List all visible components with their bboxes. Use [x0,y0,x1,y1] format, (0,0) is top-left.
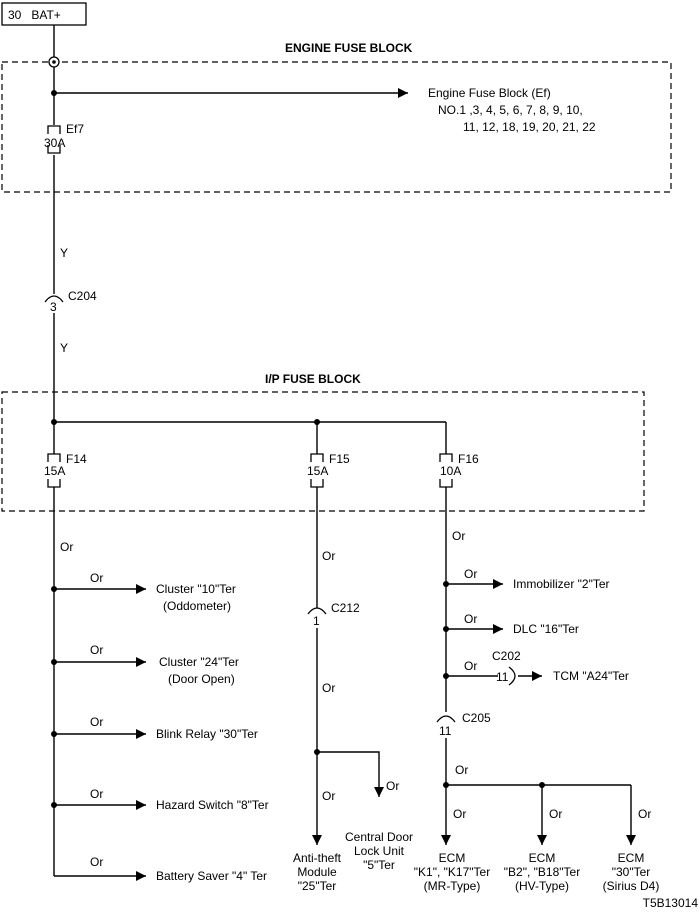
fuse-f15-rating: 15A [307,464,328,478]
fuse-f15-top-cap [310,453,324,462]
ecm-hv-label-3: (HV-Type) [515,879,569,893]
f14-output-5-wire: Or [90,855,103,869]
f16-wire-color-2: Or [455,763,468,777]
f15-wire-color-4: Or [386,779,399,793]
f14-output-3-wire: Or [90,715,103,729]
ecm-hv-label-2: "B2", "B18"Ter [504,865,580,879]
f14-output-4: Or Hazard Switch "8"Ter [51,787,269,812]
ecm-hv-wire: Or [549,807,562,821]
f14-output-2-wire: Or [90,643,103,657]
connector-c202 [508,666,516,686]
f14-output-1-label-1: Cluster "10"Ter [156,582,236,596]
ecm-sirius-label-3: (Sirius D4) [603,879,660,893]
connector-c212 [307,607,327,615]
ecm-mr-label-2: "K1", "K17"Ter [414,865,490,879]
f14-output-5-label-1: Battery Saver "4" Ter [156,869,267,883]
central-door-label-2: Lock Unit [354,844,405,858]
fuse-f16-bottom-cap [439,479,453,488]
ecm-mr-label-1: ECM [439,851,466,865]
anti-theft-label-1: Anti-theft [293,851,342,865]
block-entry-terminal-dot [52,60,56,64]
fuse-f15-bottom-cap [310,479,324,488]
central-door-label-1: Central Door [345,830,413,844]
connector-c212-pin: 1 [313,614,320,628]
engine-arrow-label-1: Engine Fuse Block (Ef) [428,86,551,100]
f14-output-2-label-1: Cluster "24"Ter [159,655,239,669]
ecm-sirius-wire: Or [638,807,651,821]
immobilizer-label: Immobilizer "2"Ter [513,577,610,591]
central-door-label-3: "5"Ter [363,858,395,872]
f14-output-2: Or Cluster "24"Ter (Door Open) [51,643,239,686]
fuse-f14-name: F14 [66,452,87,466]
battery-source-label: 30 BAT+ [8,8,61,22]
f15-wire-color-3: Or [322,789,335,803]
connector-c212-name: C212 [331,601,360,615]
connector-c205-name: C205 [462,711,491,725]
tcm-label: TCM "A24"Ter [553,669,629,683]
connector-c204-pin: 3 [50,300,57,314]
engine-arrow-label-2: NO.1 ,3, 4, 5, 6, 7, 8, 9, 10, [438,103,583,117]
f15-wire-color-1: Or [322,549,335,563]
f14-output-4-label-1: Hazard Switch "8"Ter [156,798,269,812]
fuse-f16-name: F16 [458,452,479,466]
engine-fuse-block-box [1,61,672,193]
f14-output-2-label-2: (Door Open) [168,672,235,686]
wire-color-y-2: Y [60,341,68,355]
f14-output-3: Or Blink Relay "30"Ter [51,715,258,741]
ip-fuse-block-box [1,391,645,512]
immobilizer-wire: Or [464,567,477,581]
f15-wire-color-2: Or [322,681,335,695]
dlc-wire: Or [464,612,477,626]
f14-output-5: Or Battery Saver "4" Ter [54,855,267,883]
c204-pin-bg [48,299,60,313]
f14-output-4-wire: Or [90,787,103,801]
ecm-mr-label-3: (MR-Type) [424,879,481,893]
fuse-f14-bottom-cap [47,479,61,488]
c202-wire-color: Or [464,659,477,673]
fuse-f15-name: F15 [329,452,350,466]
fuse-f14-rating: 15A [44,464,65,478]
connector-c204 [44,295,64,303]
ecm-mr-wire: Or [453,807,466,821]
fuse-f14-top-cap [47,453,61,462]
fuse-f16-rating: 10A [440,464,461,478]
ip-fuse-block-title: I/P FUSE BLOCK [265,372,361,386]
fuse-ef7-bottom-cap [47,145,61,154]
ecm-sirius-label-1: ECM [618,851,645,865]
central-door-wire [317,751,384,797]
fuse-ef7 [47,125,61,155]
connector-c202-pin: 11 [496,670,509,684]
wire-color-y-1: Y [60,246,68,260]
figure-id: T5B13014 [643,896,699,910]
connector-c202-name: C202 [492,649,521,663]
battery-source-box [1,2,87,26]
fuse-ef7-rating: 30A [44,136,65,150]
f16-wire-color-1: Or [452,529,465,543]
fuse-ef7-name: Ef7 [66,122,84,136]
connector-c204-name: C204 [68,289,97,303]
ecm-hv-label-1: ECM [529,851,556,865]
c202-gap [498,668,514,684]
anti-theft-label-2: Module [297,865,337,879]
connector-c205 [436,715,456,723]
f14-wire-color: Or [60,540,73,554]
ecm-sirius-label-2: "30"Ter [612,865,651,879]
fuse-ef7-top-cap [47,125,61,134]
engine-arrow-label-3: 11, 12, 18, 19, 20, 21, 22 [463,120,596,134]
fuse-f16-top-cap [439,453,453,462]
engine-fuse-block-title: ENGINE FUSE BLOCK [285,41,413,55]
anti-theft-label-3: "25"Ter [298,879,337,893]
dlc-label: DLC "16"Ter [513,622,579,636]
f14-output-1-wire: Or [90,571,103,585]
f14-output-1-label-2: (Oddometer) [163,599,231,613]
f14-output-3-label-1: Blink Relay "30"Ter [156,727,258,741]
f14-output-1: Or Cluster "10"Ter (Oddometer) [51,571,236,613]
connector-c205-pin: 11 [439,724,452,738]
